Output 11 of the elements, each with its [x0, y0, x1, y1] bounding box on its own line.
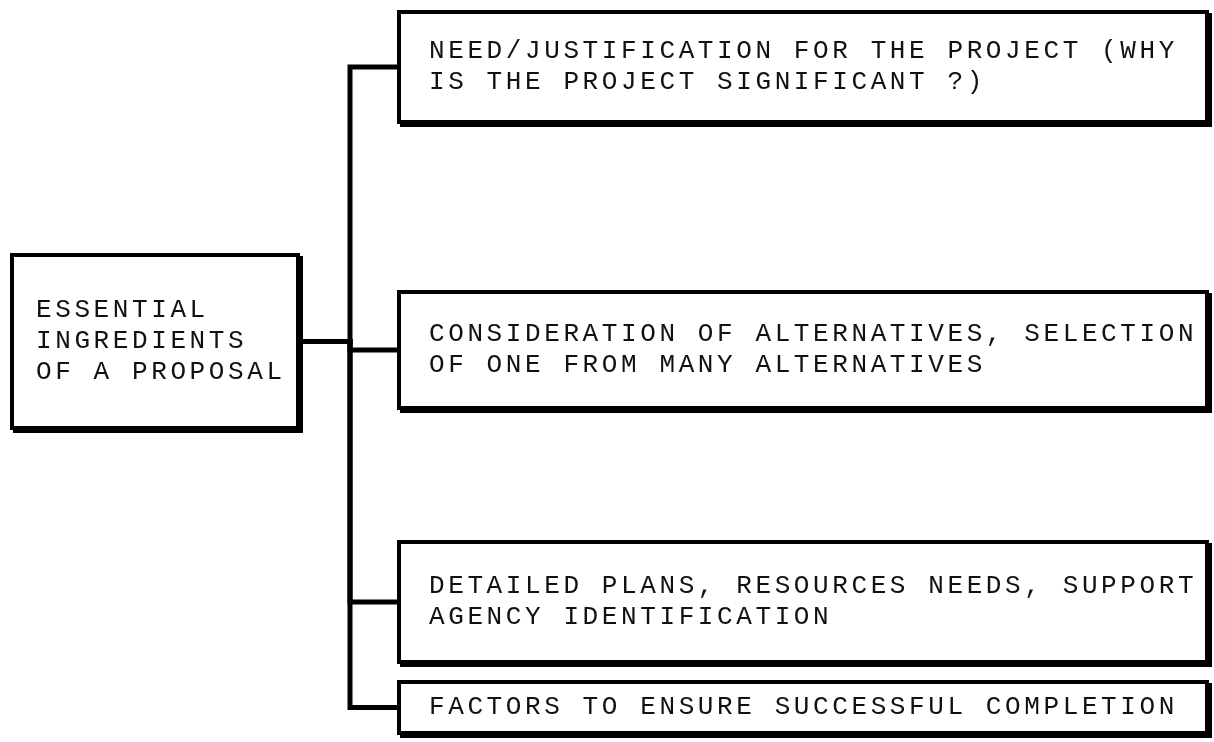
ingredient-box	[397, 680, 1209, 735]
box-text: FACTORS TO ENSURE SUCCESSFUL COMPLETION	[429, 692, 1178, 723]
topic-box	[10, 253, 300, 430]
box-text: DETAILED PLANS, RESOURCES NEEDS, SUPPORT AGENCY IDENTIFICATION	[429, 571, 1199, 633]
ingredient-box	[397, 540, 1209, 664]
ingredient-box	[397, 290, 1209, 410]
box-text: CONSIDERATION OF ALTERNATIVES, SELECTION OF ONE FROM MANY ALTERNATIVES	[429, 319, 1199, 381]
box-text: NEED/JUSTIFICATION FOR THE PROJECT (WHY IS THE PROJECT SIGNIFICANT ?)	[429, 36, 1179, 98]
connector-line	[300, 339, 397, 710]
ingredient-box	[397, 10, 1209, 124]
box-text: ESSENTIAL INGREDIENTS OF A PROPOSAL	[36, 295, 287, 388]
